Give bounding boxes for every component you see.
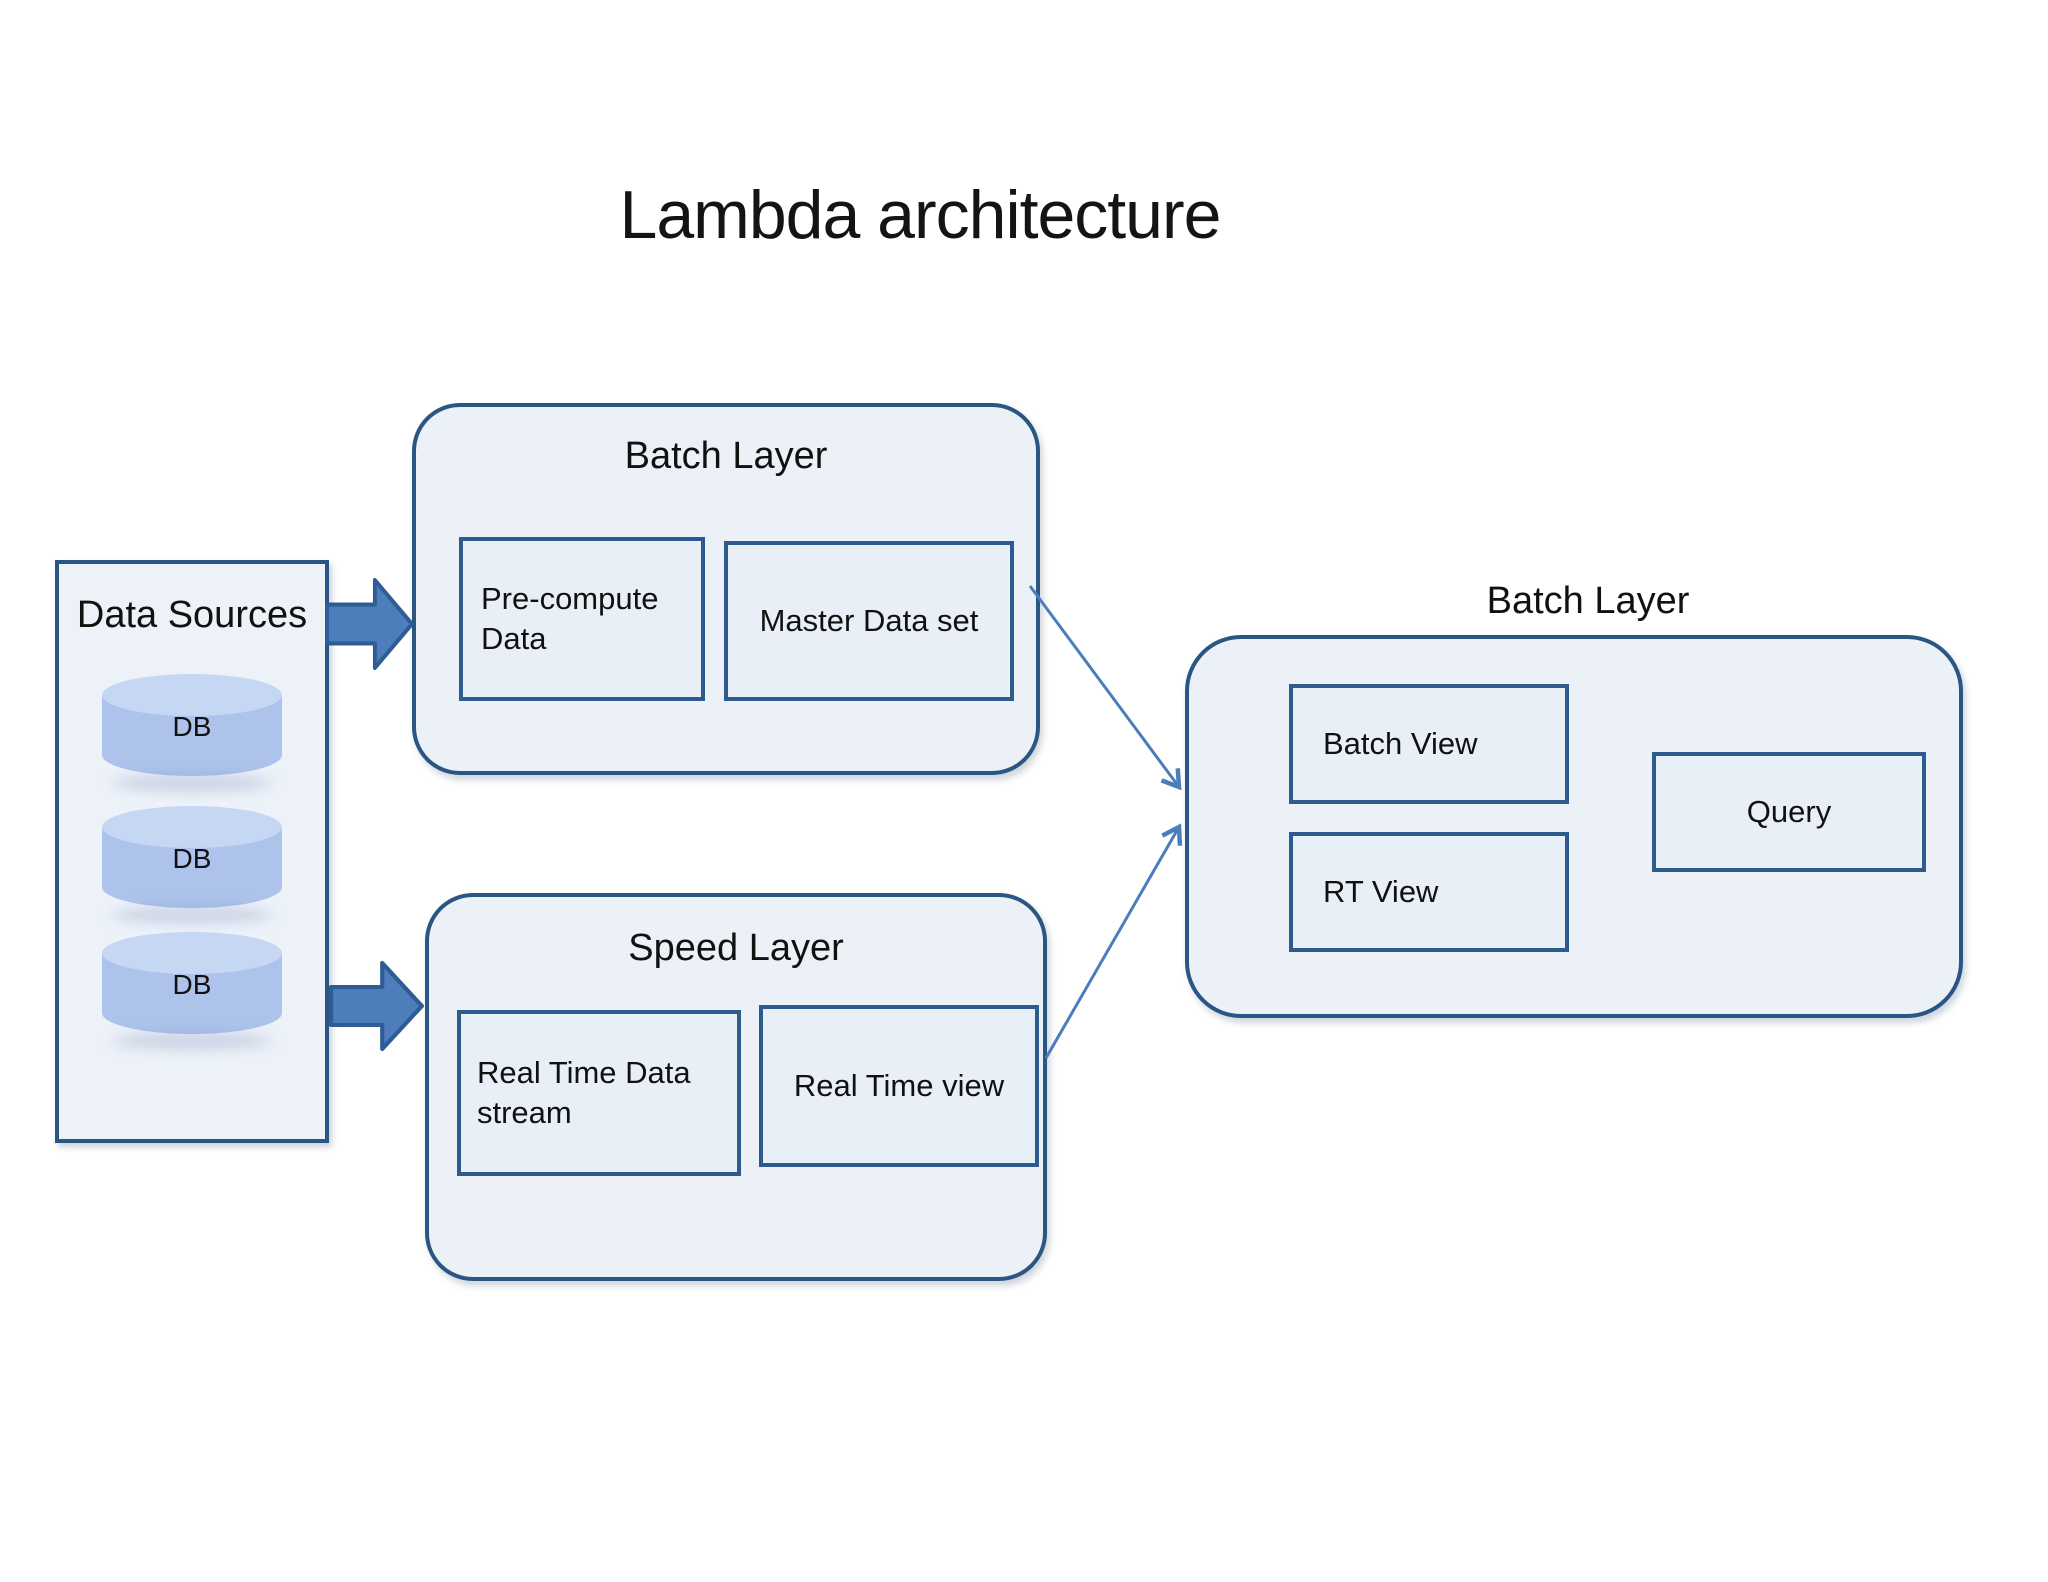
master-data-set-box: Master Data set (724, 541, 1014, 701)
query-box: Query (1652, 752, 1926, 872)
database-cylinder-3: DB (102, 932, 282, 1034)
cylinder-top (102, 932, 282, 974)
db-label-1: DB (172, 711, 212, 742)
serving-layer-box: Batch View RT View Query (1185, 635, 1963, 1018)
cylinder-top (102, 806, 282, 848)
pre-compute-data-label: Pre-compute Data (481, 580, 659, 656)
arrow-speed-to-serving-icon (1044, 823, 1183, 1059)
db-label-2: DB (172, 843, 212, 874)
batch-view-label: Batch View (1323, 725, 1478, 761)
rt-view-box: RT View (1289, 832, 1569, 952)
data-sources-box: Data Sources DB DB DB (55, 560, 329, 1143)
batch-layer-title: Batch Layer (624, 435, 828, 477)
pre-compute-data-box: Pre-compute Data (459, 537, 705, 701)
database-cylinder-2: DB (102, 806, 282, 908)
real-time-view-box: Real Time view (759, 1005, 1039, 1167)
db-label-3: DB (172, 969, 212, 1000)
real-time-data-stream-box: Real Time Data stream (457, 1010, 741, 1176)
real-time-data-stream-label: Real Time Data stream (477, 1054, 691, 1130)
cylinder-top (102, 674, 282, 716)
block-arrow-to-speed-layer-icon (328, 961, 424, 1051)
query-label: Query (1746, 793, 1832, 829)
serving-layer-title: Batch Layer (1486, 580, 1690, 622)
arrow-batch-to-serving-icon (1028, 585, 1182, 791)
speed-layer-title: Speed Layer (628, 927, 844, 969)
block-arrow-to-batch-layer-icon (325, 578, 414, 670)
rt-view-label: RT View (1323, 873, 1439, 909)
right-arrow-icon (328, 961, 424, 1051)
master-data-set-label: Master Data set (759, 602, 979, 638)
diagram-title: Lambda architecture (619, 177, 1222, 253)
data-sources-label: Data Sources (76, 594, 308, 636)
real-time-view-label: Real Time view (793, 1067, 1005, 1103)
right-arrow-icon (325, 578, 414, 670)
database-cylinder-1: DB (102, 674, 282, 776)
speed-layer-box: Speed Layer Real Time Data stream Real T… (425, 893, 1047, 1281)
batch-layer-box: Batch Layer Pre-compute Data Master Data… (412, 403, 1040, 775)
batch-view-box: Batch View (1289, 684, 1569, 804)
